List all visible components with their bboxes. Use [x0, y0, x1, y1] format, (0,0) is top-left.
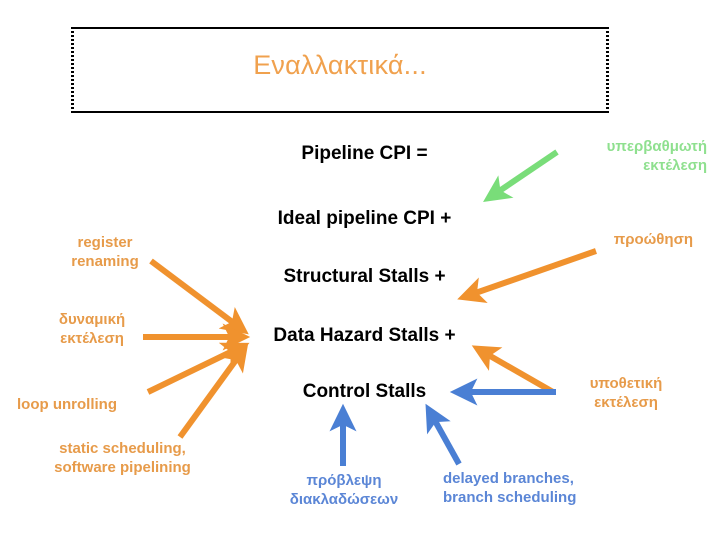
annotation-speculative-execution: υποθετική εκτέλεση	[556, 375, 696, 413]
annotation-static-scheduling: static scheduling, software pipelining	[20, 440, 225, 478]
title-placeholder-box	[71, 27, 609, 113]
annotation-register-renaming-line1: register	[77, 234, 133, 251]
equation-line-structural-stalls: Structural Stalls +	[283, 266, 446, 287]
annotation-dynamic-execution-line2: εκτέλεση	[60, 329, 124, 347]
annotation-branch-prediction-line2: διακλαδώσεων	[289, 490, 399, 508]
annotation-branch-prediction-line1: πρόβλεψη	[306, 472, 382, 489]
annotation-forwarding-line1: προώθηση	[613, 231, 693, 248]
annotation-delayed-branches-line1: delayed branches,	[443, 470, 574, 487]
equation-line-pipeline-cpi: Pipeline CPI =	[301, 143, 428, 164]
annotation-superscalar-execution-line2: εκτέλεση	[643, 156, 707, 174]
annotation-register-renaming: register renaming	[30, 234, 180, 272]
annotation-loop-unrolling: loop unrolling	[17, 396, 197, 415]
annotation-dynamic-execution-line1: δυναμική	[58, 311, 126, 328]
annotation-delayed-branches-line2: branch scheduling	[443, 488, 577, 506]
equation-line-ideal-pipeline-cpi: Ideal pipeline CPI +	[277, 208, 452, 229]
annotation-forwarding: προώθηση	[545, 231, 693, 250]
annotation-register-renaming-line2: renaming	[71, 252, 139, 270]
annotation-speculative-execution-line2: εκτέλεση	[594, 393, 658, 411]
annotation-delayed-branches: delayed branches, branch scheduling	[443, 470, 643, 508]
page-title: Εναλλακτικά...	[253, 50, 427, 80]
arrow-delayed-branches	[425, 403, 462, 466]
arrow-loop-unrolling	[146, 342, 250, 395]
annotation-loop-unrolling-line1: loop unrolling	[17, 396, 117, 413]
annotation-superscalar-execution: υπερβαθμωτή εκτέλεση	[545, 138, 707, 176]
annotation-speculative-execution-line1: υποθετική	[589, 375, 663, 392]
annotation-static-scheduling-line1: static scheduling,	[59, 440, 186, 457]
equation-line-data-hazard-stalls: Data Hazard Stalls +	[273, 325, 456, 346]
annotation-static-scheduling-line2: software pipelining	[54, 458, 191, 476]
equation-line-control-stalls: Control Stalls	[302, 381, 427, 402]
annotation-dynamic-execution: δυναμική εκτέλεση	[17, 311, 167, 349]
annotation-branch-prediction: πρόβλεψη διακλαδώσεων	[268, 472, 420, 510]
annotation-superscalar-execution-line1: υπερβαθμωτή	[606, 138, 707, 155]
